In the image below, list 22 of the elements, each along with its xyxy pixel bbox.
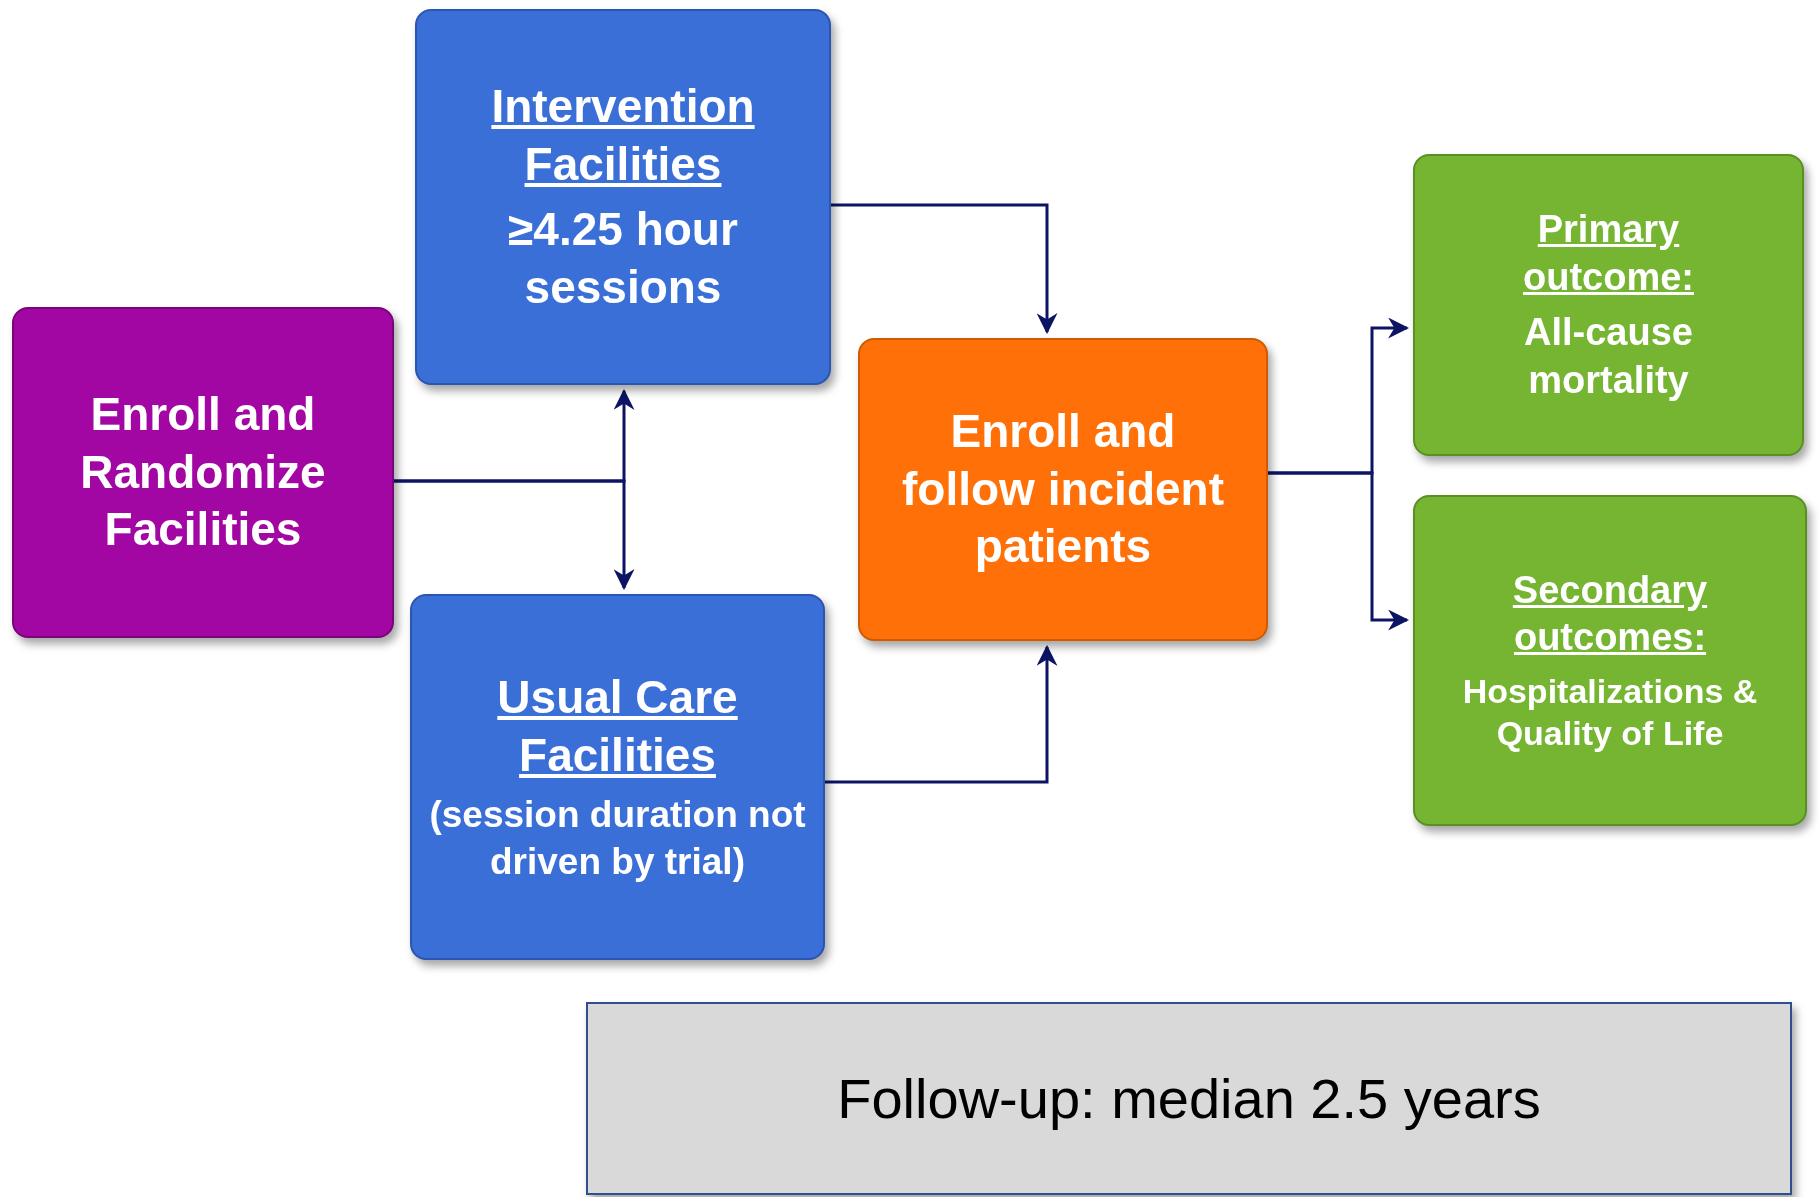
- box-text: Hospitalizations & Quality of Life: [1461, 670, 1759, 754]
- arrow: [1268, 471, 1410, 631]
- outcome-box: [1413, 154, 1804, 456]
- box-text: ≥4.25 hour sessions: [507, 202, 739, 315]
- process-box: [12, 307, 394, 638]
- note-box: [586, 1002, 1792, 1195]
- arrow: [831, 203, 1058, 335]
- heading: Primary outcome:: [1522, 207, 1695, 300]
- heading: Usual Care Facilities: [496, 670, 739, 783]
- box-text: All-cause mortality: [1523, 310, 1694, 403]
- process-box: [415, 9, 831, 385]
- process-box: [410, 594, 825, 960]
- heading: Secondary outcomes:: [1511, 567, 1709, 660]
- heading: Intervention Facilities: [490, 79, 756, 192]
- box-text: Enroll and follow incident patients: [901, 404, 1225, 575]
- box-text: Enroll and Randomize Facilities: [79, 387, 327, 558]
- process-box: [858, 338, 1268, 641]
- box-text: Follow-up: median 2.5 years: [837, 1065, 1541, 1132]
- box-text: (session duration not driven by trial): [428, 793, 807, 884]
- arrow: [394, 479, 635, 591]
- arrow: [825, 644, 1058, 784]
- outcome-box: [1413, 495, 1807, 826]
